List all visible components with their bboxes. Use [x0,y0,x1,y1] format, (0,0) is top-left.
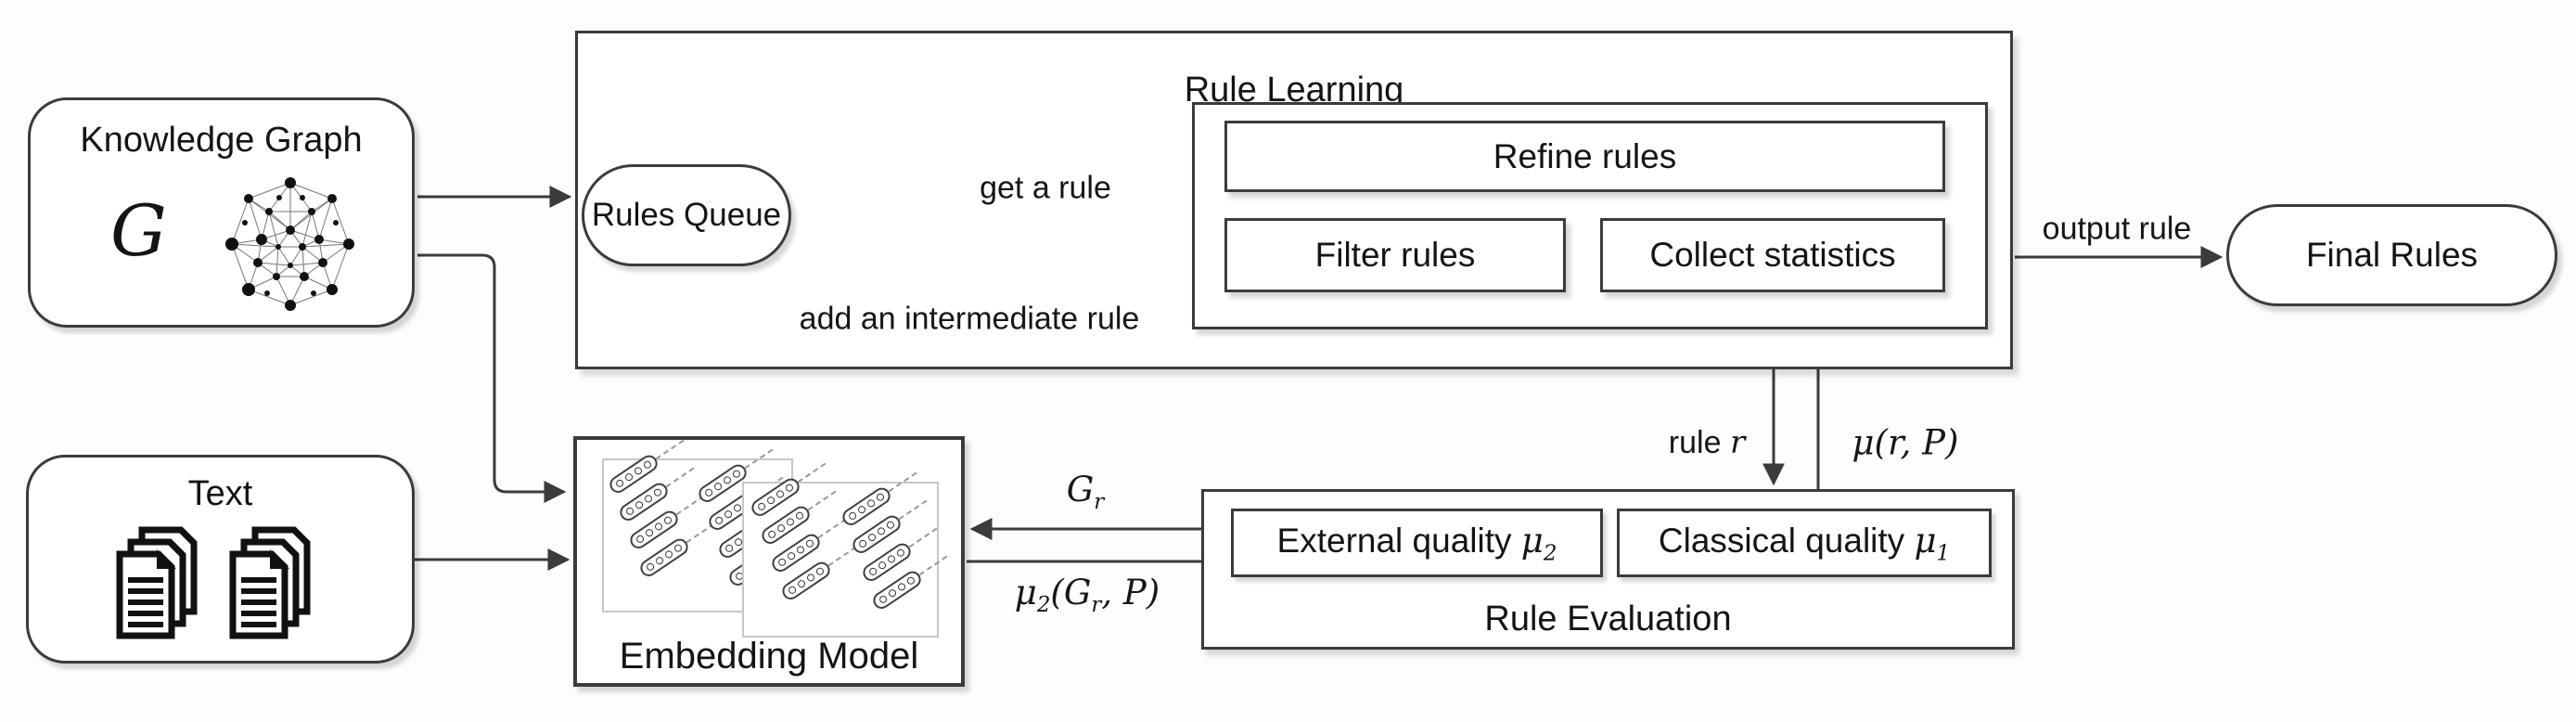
collect-statistics-node: Collect statistics [1600,218,1945,292]
add-intermediate-rule-label: add an intermediate rule [799,301,1140,337]
mu-r-P-label: μ(r, P) [1852,422,1959,463]
final-rules-node: Final Rules [2226,204,2557,306]
rule-evaluation-container: External quality μ2 Classical quality μ1… [1201,489,2015,650]
network-graph-icon [225,177,354,311]
external-quality-node: External quality μ2 [1231,509,1603,577]
external-quality-label: External quality μ2 [1276,520,1557,566]
rules-queue-label: Rules Queue [591,197,782,233]
embedding-model-label: Embedding Model [619,636,919,677]
rule-evaluation-title: Rule Evaluation [1484,600,1732,638]
mu2-Gr-P-label: μ2(Gr, P) [1014,572,1160,618]
classical-quality-node: Classical quality μ1 [1617,509,1992,577]
embedding-vector-chips-icon [839,484,933,641]
embedding-vector-chips-icon [606,452,700,609]
embedding-model-node: Embedding Model [573,436,965,687]
graph-symbol: G [110,189,167,272]
filter-rules-node: Filter rules [1224,218,1566,292]
classical-quality-label: Classical quality μ1 [1658,520,1951,566]
filter-rules-label: Filter rules [1314,236,1476,274]
output-rule-label: output rule [2042,211,2192,247]
embedding-vector-chips-icon [748,475,842,632]
embedding-vectors-panel [742,475,939,641]
document-stack-icon [110,519,352,649]
G-r-label: Gr [1066,469,1105,515]
text-title: Text [187,474,253,513]
knowledge-graph-node: Knowledge Graph G [28,97,415,328]
edge-kg-to-embedding [417,253,567,503]
rule-r-label: rule r [1668,424,1746,461]
final-rules-label: Final Rules [2305,236,2479,274]
refine-rules-label: Refine rules [1493,136,1677,175]
rules-queue-node: Rules Queue [582,164,791,266]
refine-rules-node: Refine rules [1224,121,1945,192]
text-node: Text [26,455,415,664]
collect-statistics-label: Collect statistics [1649,236,1896,274]
get-a-rule-label: get a rule [980,170,1111,206]
knowledge-graph-title: Knowledge Graph [80,121,363,160]
